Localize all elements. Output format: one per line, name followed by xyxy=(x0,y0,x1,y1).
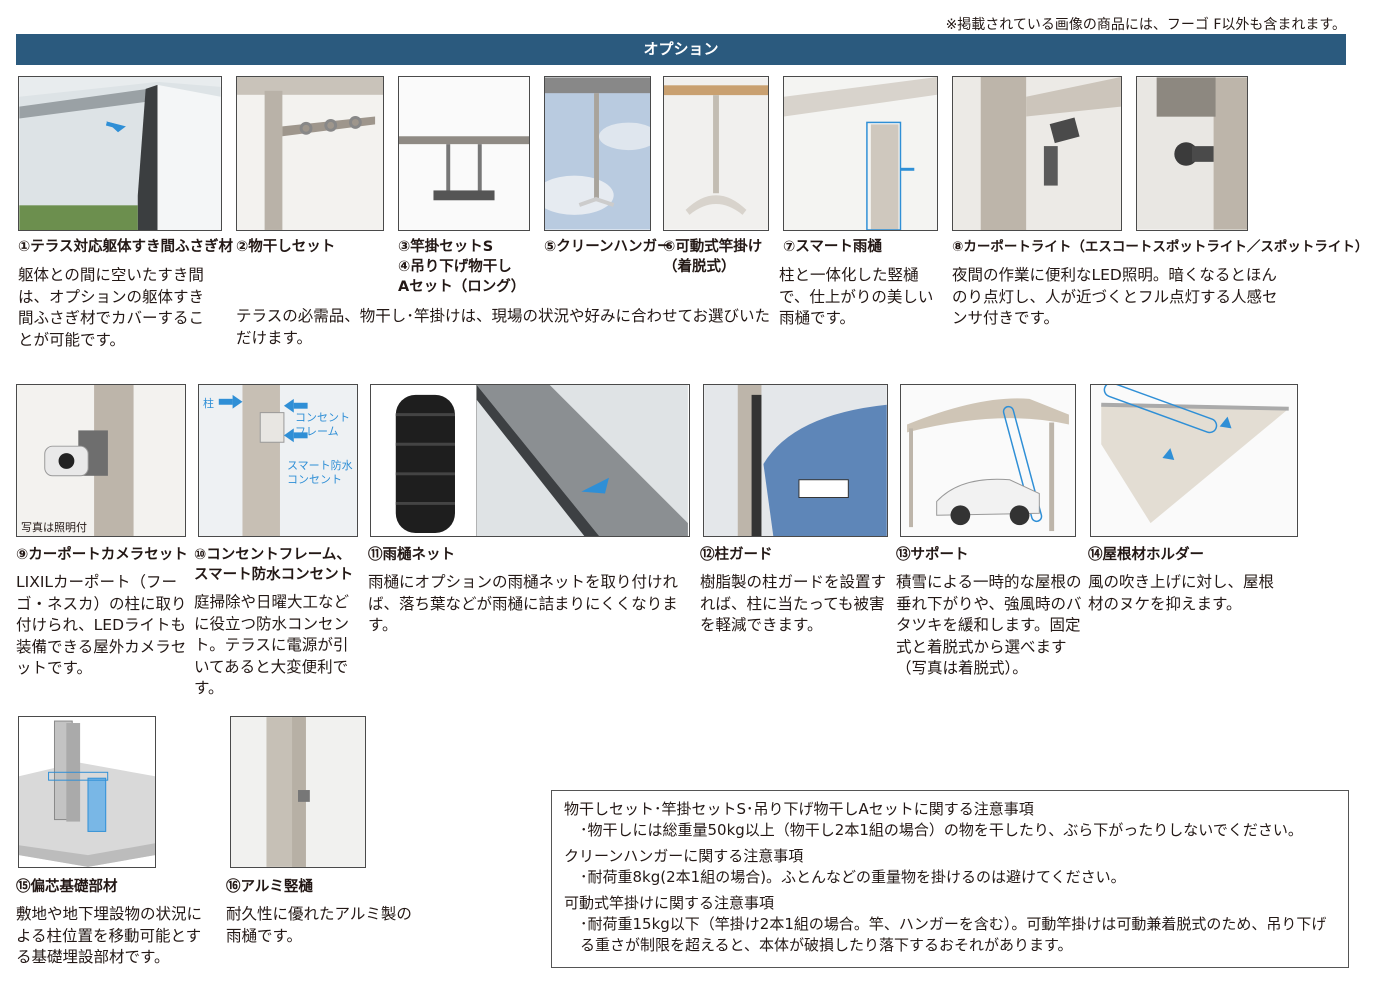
disclaimer-note: ※掲載されている画像の商品には、フーゴ F以外も含まれます。 xyxy=(945,17,1346,33)
item-3-title-line1: ③竿掛セットS xyxy=(398,239,494,255)
item-8-desc: 夜間の作業に便利なLED照明。暗くなるとほんのり点灯し、人が近づくとフル点灯する… xyxy=(952,266,1278,327)
item-3-title-line2: ④吊り下げ物干し xyxy=(398,259,512,275)
label-outlet-2: コンセント xyxy=(287,473,342,486)
item-11-title: ⑪雨樋ネット xyxy=(368,547,455,563)
item-10-title-line2: スマート防水コンセント xyxy=(194,567,354,583)
caution-movable-hanger-heading: 可動式竿掛けに関する注意事項 xyxy=(564,894,775,912)
photo-camera-set: 写真は照明付 xyxy=(16,384,186,537)
item-1-desc: 躯体との間に空いたすき間は、オプションの躯体すき間ふさぎ材でカバーすることが可能… xyxy=(18,266,205,349)
item-12-desc: 樹脂製の柱ガードを設置すれば、柱に当たっても被害を軽減できます。 xyxy=(700,573,887,634)
item-6-title-line1: ⑥可動式竿掛け xyxy=(663,239,763,255)
item-7-desc: 柱と一体化した竪樋で、仕上がりの美しい雨樋です。 xyxy=(779,266,934,327)
caution-clean-hanger-body: ･耐荷重8kg(2本1組の場合)。ふとんなどの重量物を掛けるのは避けてください。 xyxy=(580,868,1126,886)
section-header: オプション xyxy=(16,34,1346,65)
item-12-title: ⑫柱ガード xyxy=(700,547,773,563)
photo-roof-holder xyxy=(1090,384,1298,537)
photo-pole-hanger-set xyxy=(398,76,530,231)
item-7-title: ⑦スマート雨樋 xyxy=(783,239,882,255)
item-1-title: ①テラス対応躯体すき間ふさぎ材 xyxy=(18,239,233,255)
label-frame: フレーム xyxy=(295,425,339,438)
photo-gutter-net xyxy=(370,384,690,537)
caution-laundry-heading: 物干しセット･竿掛セットS･吊り下げ物干しAセットに関する注意事項 xyxy=(564,800,1034,818)
item-14-title: ⑭屋根材ホルダー xyxy=(1088,547,1204,563)
photo-support xyxy=(900,384,1076,537)
photo-spotlight xyxy=(1136,76,1248,231)
label-smart-waterproof: スマート防水 xyxy=(287,459,353,472)
item-16-title: ⑯アルミ竪樋 xyxy=(226,879,313,895)
camera-photo-caption: 写真は照明付 xyxy=(21,521,87,534)
item-9-desc: LIXILカーポート（フーゴ・ネスカ）の柱に取り付けられ、LEDライトも装備でき… xyxy=(16,573,187,677)
shared-desc: テラスの必需品、物干し･竿掛けは、現場の状況や好みに合わせてお選びいただけます。 xyxy=(236,307,770,347)
photo-smart-gutter xyxy=(783,76,938,231)
photo-aluminum-downspout xyxy=(230,716,366,868)
item-5-title: ⑤クリーンハンガー xyxy=(544,239,672,255)
photo-escort-spotlight xyxy=(952,76,1122,231)
photo-laundry-set xyxy=(236,76,384,231)
caution-laundry: 物干しセット･竿掛セットS･吊り下げ物干しAセットに関する注意事項 ･物干しには… xyxy=(564,799,1336,841)
photo-offset-foundation xyxy=(18,716,156,868)
item-14-desc: 風の吹き上げに対し、屋根材のヌケを抑えます。 xyxy=(1088,573,1275,613)
photo-gap-filler xyxy=(18,76,222,231)
item-15-title: ⑮偏芯基礎部材 xyxy=(16,879,118,895)
item-9-title: ⑨カーポートカメラセット xyxy=(16,547,188,563)
item-13-title: ⑬サポート xyxy=(896,547,969,563)
item-6-title-line2: （着脱式） xyxy=(663,259,736,275)
item-16-desc: 耐久性に優れたアルミ製の雨樋です。 xyxy=(226,905,412,945)
item-11-desc: 雨樋にオプションの雨樋ネットを取り付ければ、落ち葉などが雨樋に詰まりにくくなりま… xyxy=(368,573,679,634)
caution-movable-hanger: 可動式竿掛けに関する注意事項 ･耐荷重15kg以下（竿掛け2本1組の場合。竿、ハ… xyxy=(564,893,1336,956)
photo-clean-hanger xyxy=(544,76,651,231)
item-13-desc: 積雪による一時的な屋根の垂れ下がりや、強風時のバタツキを緩和します。固定式と着脱… xyxy=(896,573,1082,677)
item-10-title-line1: ⑩コンセントフレーム、 xyxy=(194,547,351,563)
item-15-desc: 敷地や地下埋設物の状況による柱位置を移動可能とする基礎埋設部材です。 xyxy=(16,905,203,966)
item-8-title: ⑧カーポートライト（エスコートスポットライト／スポットライト） xyxy=(952,239,1369,255)
label-outlet-1: コンセント xyxy=(295,411,350,424)
section-title: オプション xyxy=(643,40,719,58)
caution-clean-hanger: クリーンハンガーに関する注意事項 ･耐荷重8kg(2本1組の場合)。ふとんなどの… xyxy=(564,846,1336,888)
photo-pillar-guard xyxy=(703,384,888,537)
caution-box: 物干しセット･竿掛セットS･吊り下げ物干しAセットに関する注意事項 ･物干しには… xyxy=(551,790,1349,968)
label-outlet-frame: コンセントフレーム xyxy=(295,411,350,439)
photo-outlet-frame: 柱 コンセントフレーム スマート防水コンセント xyxy=(198,384,358,537)
label-smart-outlet: スマート防水コンセント xyxy=(287,459,353,487)
caution-movable-hanger-body: ･耐荷重15kg以下（竿掛け2本1組の場合。竿、ハンガーを含む）。可動竿掛けは可… xyxy=(580,915,1327,954)
label-pillar: 柱 xyxy=(203,397,214,410)
caution-laundry-body: ･物干しには総重量50kg以上（物干し2本1組の場合）の物を干したり、ぶら下がっ… xyxy=(580,821,1303,839)
photo-movable-pole-hanger xyxy=(663,76,769,231)
item-2-title: ②物干しセット xyxy=(236,239,336,255)
item-3-title-line3: Aセット（ロング） xyxy=(398,279,526,295)
item-10-desc: 庭掃除や日曜大工などに役立つ防水コンセント。テラスに電源が引いてあると大変便利で… xyxy=(194,593,350,697)
caution-clean-hanger-heading: クリーンハンガーに関する注意事項 xyxy=(564,847,804,865)
